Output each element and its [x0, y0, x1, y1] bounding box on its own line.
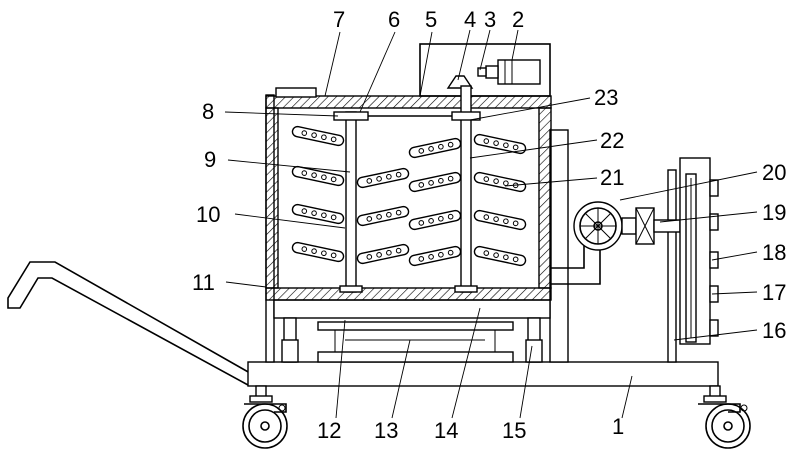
label-16: 16 [762, 318, 786, 343]
label-4: 4 [464, 7, 476, 32]
label-22: 22 [600, 128, 624, 153]
label-23: 23 [594, 85, 618, 110]
push-handle [7, 261, 251, 386]
label-2: 2 [512, 7, 524, 32]
label-1: 1 [612, 414, 624, 439]
label-10: 10 [196, 202, 220, 227]
base-plate [247, 361, 719, 387]
label-17: 17 [762, 280, 786, 305]
label-6: 6 [388, 7, 400, 32]
lifting-platform [317, 321, 514, 363]
stirring-blades [291, 125, 527, 267]
label-9: 9 [204, 147, 216, 172]
label-15: 15 [502, 418, 526, 443]
label-8: 8 [202, 99, 214, 124]
spray-head [679, 157, 719, 345]
label-19: 19 [762, 200, 786, 225]
label-21: 21 [600, 165, 624, 190]
label-20: 20 [762, 160, 786, 185]
label-5: 5 [425, 7, 437, 32]
label-7: 7 [333, 7, 345, 32]
right-wheel [698, 385, 751, 449]
part-labels: 1 2 3 4 5 6 7 8 9 10 11 12 13 14 15 16 1… [192, 7, 786, 443]
pump-assembly [551, 201, 681, 285]
label-11: 11 [192, 270, 215, 295]
mixing-tank [265, 87, 552, 301]
label-3: 3 [484, 7, 496, 32]
leader-lines [224, 29, 758, 419]
left-wheel [242, 385, 288, 449]
label-14: 14 [434, 418, 458, 443]
label-13: 13 [374, 418, 398, 443]
label-18: 18 [762, 240, 786, 265]
shafts [333, 85, 481, 293]
label-12: 12 [317, 418, 341, 443]
